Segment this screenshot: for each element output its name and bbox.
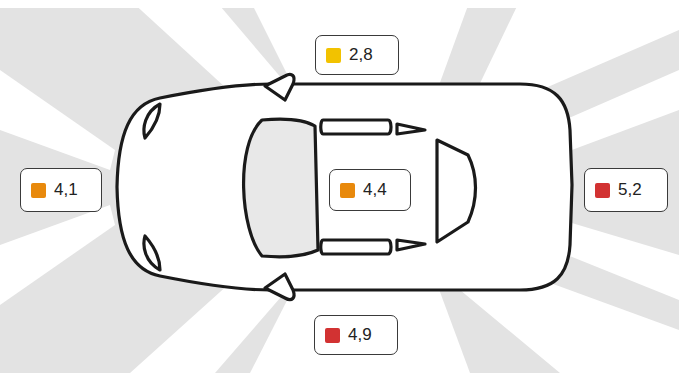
car-outline [117, 74, 572, 299]
rating-value: 4,9 [348, 325, 372, 345]
rating-value: 2,8 [349, 45, 373, 65]
rating-swatch [325, 328, 340, 343]
value-box: 2,8 [315, 35, 399, 75]
rating-value: 5,2 [618, 180, 642, 200]
rating-swatch [31, 183, 46, 198]
rating-value: 4,4 [363, 180, 387, 200]
value-box: 4,9 [314, 315, 398, 355]
rating-swatch [595, 183, 610, 198]
value-box: 5,2 [584, 168, 668, 212]
value-box: 4,4 [329, 169, 411, 211]
rating-value: 4,1 [54, 180, 78, 200]
rating-swatch [326, 48, 341, 63]
rating-swatch [340, 183, 355, 198]
value-box: 4,1 [20, 168, 102, 212]
